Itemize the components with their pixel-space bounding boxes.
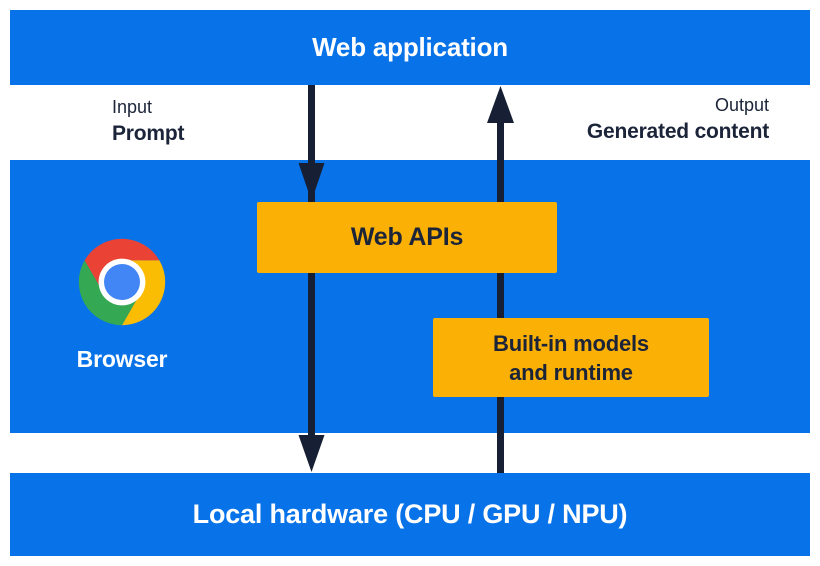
output-value: Generated content xyxy=(586,119,769,143)
builtin-models-box: Built-in models and runtime xyxy=(433,318,709,397)
output-annotation: Output Generated content xyxy=(587,94,769,145)
web-apis-box: Web APIs xyxy=(257,202,557,273)
input-label: Input xyxy=(112,97,153,117)
web-application-label: Web application xyxy=(312,32,508,62)
builtin-models-line2: and runtime xyxy=(509,359,633,385)
web-apis-label: Web APIs xyxy=(350,223,464,251)
builtin-models-line1: Built-in models xyxy=(493,330,649,356)
web-application-bar: Web application xyxy=(10,10,810,85)
input-annotation: Input Prompt xyxy=(112,96,185,147)
output-label: Output xyxy=(714,95,769,115)
input-value: Prompt xyxy=(112,121,185,145)
chrome-icon xyxy=(78,238,166,326)
browser-label: Browser xyxy=(76,346,168,372)
local-hardware-label: Local hardware (CPU / GPU / NPU) xyxy=(192,499,628,529)
local-hardware-bar: Local hardware (CPU / GPU / NPU) xyxy=(10,473,810,556)
